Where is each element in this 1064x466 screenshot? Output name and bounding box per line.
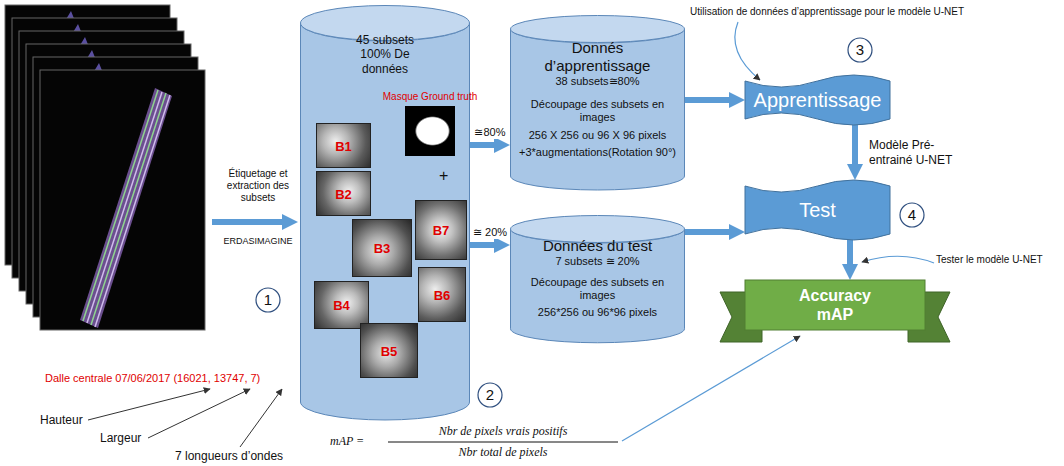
callout-number: 4 bbox=[899, 202, 925, 228]
node-label: B2 bbox=[335, 187, 352, 203]
formula-denominator: Nbr total de pixels bbox=[385, 445, 621, 459]
formula-pointer bbox=[622, 336, 800, 441]
node-text-area: Donnés d’apprentissage38 subsets≅80% Déco… bbox=[510, 15, 685, 171]
callout-number-text: 2 bbox=[486, 386, 494, 404]
flow-arrow bbox=[847, 240, 853, 268]
node-label: Donnés d’apprentissage bbox=[518, 39, 677, 75]
band-image: B4 bbox=[314, 281, 369, 329]
flow-arrow bbox=[470, 142, 498, 148]
leader-line bbox=[148, 389, 250, 438]
satellite-image-stack bbox=[5, 5, 205, 330]
dimension-note: Dalle centrale 07/06/2017 (16021, 13747,… bbox=[45, 372, 260, 385]
band-image: B7 bbox=[415, 200, 467, 260]
edge-label: ≅ 20% bbox=[471, 226, 509, 239]
band-image: B2 bbox=[316, 171, 371, 216]
training-data-cylinder: Donnés d’apprentissage38 subsets≅80% Déco… bbox=[510, 15, 685, 190]
node-text-area: 45 subsets 100% De données bbox=[300, 5, 470, 84]
node-text-area: B1 bbox=[317, 124, 370, 169]
callout-number-text: 3 bbox=[856, 41, 864, 59]
callout-number: 2 bbox=[477, 382, 503, 408]
node-label: 7 subsets ≅ 20% bbox=[518, 255, 677, 268]
node-label: B6 bbox=[434, 288, 451, 304]
node-text-area: Accuracy mAP bbox=[720, 280, 950, 342]
node-label: 256 X 256 ou 96 X 96 pixels bbox=[518, 129, 677, 142]
note-pointer bbox=[735, 22, 760, 80]
node-text-area: Masque Ground truth bbox=[380, 91, 480, 103]
flow-arrow bbox=[470, 242, 498, 248]
callout-number-text: 1 bbox=[264, 291, 272, 309]
node-text-area: B2 bbox=[317, 172, 370, 217]
formula-text: mAP = bbox=[330, 434, 364, 448]
dimension-label: Largeur bbox=[100, 431, 141, 445]
node-label: B3 bbox=[374, 241, 391, 257]
edge-label: Modèle Pré-entrainé U-NET bbox=[867, 138, 979, 167]
node-text-area: 1 bbox=[255, 287, 281, 313]
node-label: B4 bbox=[333, 298, 350, 314]
flow-arrow bbox=[852, 125, 858, 168]
process-banner: Apprentissage bbox=[745, 75, 890, 125]
node-label: Découpage des subsets en images bbox=[518, 276, 677, 302]
leader-line bbox=[240, 389, 282, 447]
note-pointer bbox=[862, 256, 934, 263]
plus-sign: + bbox=[439, 166, 448, 185]
node-text-area: Apprentissage bbox=[745, 75, 890, 125]
node-text-area: B6 bbox=[419, 268, 465, 323]
node-label: +3*augmentations(Rotation 90°) bbox=[518, 146, 677, 159]
fraction-bar bbox=[388, 442, 618, 443]
mask-image bbox=[405, 106, 455, 156]
node-label: Masque Ground truth bbox=[380, 91, 480, 103]
node-text-area: Données du test7 subsets ≅ 20% Découpage … bbox=[510, 215, 685, 329]
node-label: Apprentissage bbox=[754, 88, 882, 112]
node-text-area: 2 bbox=[477, 382, 503, 408]
edge-label: ≅80% bbox=[472, 126, 507, 139]
annotation-note: Tester le modèle U-NET bbox=[936, 254, 1043, 266]
band-image: B1 bbox=[316, 123, 371, 168]
annotation-note: Utilisation de données d’apprentissage p… bbox=[690, 6, 964, 18]
dimension-label: 7 longueurs d’ondes bbox=[175, 449, 283, 463]
node-label: Découpage des subsets en images bbox=[518, 98, 677, 124]
dataset-cylinder: 45 subsets 100% De donnéesMasque Ground … bbox=[300, 5, 470, 420]
node-label: B1 bbox=[335, 139, 352, 155]
node-text-area: B7 bbox=[416, 201, 466, 261]
leader-line bbox=[88, 389, 210, 420]
step-label: Étiquetage et extraction des subsets bbox=[216, 168, 300, 204]
node-label: 38 subsets≅80% bbox=[518, 75, 677, 88]
node-text-area: B5 bbox=[361, 324, 417, 379]
dimension-label: Hauteur bbox=[40, 413, 83, 427]
node-text-area: B3 bbox=[353, 220, 411, 278]
node-label: Test bbox=[799, 198, 836, 222]
node-label: 256*256 ou 96*96 pixels bbox=[518, 306, 677, 319]
node-label: Accuracy mAP bbox=[785, 286, 885, 324]
band-image: B6 bbox=[418, 267, 466, 322]
node-text-area: 3 bbox=[847, 37, 873, 63]
node-label: B5 bbox=[381, 344, 398, 360]
node-text-area: Test bbox=[745, 180, 890, 240]
software-label: ERDASIMAGINE bbox=[216, 236, 300, 247]
node-label: B7 bbox=[433, 223, 450, 239]
node-label: Données du test bbox=[518, 237, 677, 255]
test-data-cylinder: Données du test7 subsets ≅ 20% Découpage … bbox=[510, 215, 685, 343]
callout-number-text: 4 bbox=[908, 206, 916, 224]
node-text-area: 4 bbox=[899, 202, 925, 228]
node-label: 45 subsets 100% De données bbox=[350, 33, 420, 76]
flow-arrow bbox=[685, 229, 733, 235]
band-image: B3 bbox=[352, 219, 412, 277]
extraction-arrow bbox=[212, 219, 286, 225]
result-ribbon: Accuracy mAP bbox=[720, 280, 950, 342]
callout-number: 1 bbox=[255, 287, 281, 313]
process-banner: Test bbox=[745, 180, 890, 240]
band-image: B5 bbox=[360, 323, 418, 378]
ground-truth-mask: Masque Ground truth bbox=[380, 91, 480, 156]
callout-number: 3 bbox=[847, 37, 873, 63]
formula-numerator: Nbr de pixels vrais positifs bbox=[385, 424, 621, 438]
flow-arrow bbox=[685, 97, 733, 103]
